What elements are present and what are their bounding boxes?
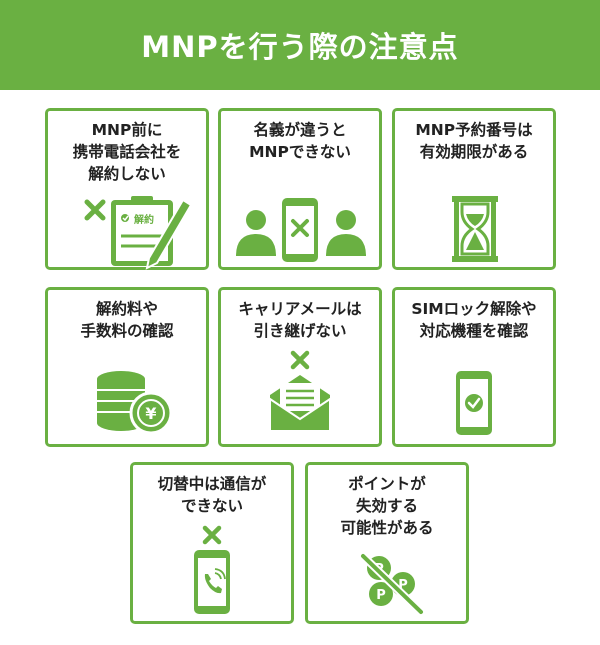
points-expire-icon: P P P (359, 552, 425, 616)
hourglass-icon (452, 196, 498, 262)
card-different-owner: 名義が違うと MNPできない (218, 108, 382, 270)
card-cancellation-fee: 解約料や 手数料の確認 ¥ (45, 287, 209, 447)
page-title: MNPを行う際の注意点 (141, 30, 459, 64)
smartphone-check-icon (456, 371, 492, 435)
point-symbol: P (376, 588, 386, 603)
yen-symbol: ¥ (145, 404, 156, 423)
different-owner-icon (236, 198, 366, 262)
cancel-contract-icon: 解約 (84, 196, 193, 270)
card-label: 解約料や 手数料の確認 (80, 300, 174, 340)
card-label: MNP予約番号は 有効期限がある (415, 121, 533, 161)
page-header: MNPを行う際の注意点 (0, 0, 600, 90)
card-label: MNP前に 携帯電話会社を 解約しない (72, 121, 182, 183)
card-label: ポイントが 失効する 可能性がある (340, 475, 434, 537)
card-points-expire: ポイントが 失効する 可能性がある P P P (305, 462, 469, 624)
point-symbol: P (398, 578, 408, 593)
card-reservation-expiry: MNP予約番号は 有効期限がある (392, 108, 556, 270)
card-label: 名義が違うと MNPできない (249, 121, 351, 161)
mail-cross-icon (269, 350, 331, 432)
card-no-communication: 切替中は通信が できない (130, 462, 294, 624)
card-label: キャリアメールは 引き継げない (238, 300, 362, 340)
phone-call-cross-icon (194, 525, 230, 614)
card-label: 切替中は通信が できない (157, 475, 267, 515)
card-sim-unlock: SIMロック解除や 対応機種を確認 (392, 287, 556, 447)
contract-text: 解約 (134, 213, 154, 226)
card-cancel-contract: MNP前に 携帯電話会社を 解約しない 解約 (45, 108, 209, 270)
coins-yen-icon: ¥ (97, 371, 173, 435)
card-carrier-mail: キャリアメールは 引き継げない (218, 287, 382, 447)
card-label: SIMロック解除や 対応機種を確認 (411, 300, 537, 340)
